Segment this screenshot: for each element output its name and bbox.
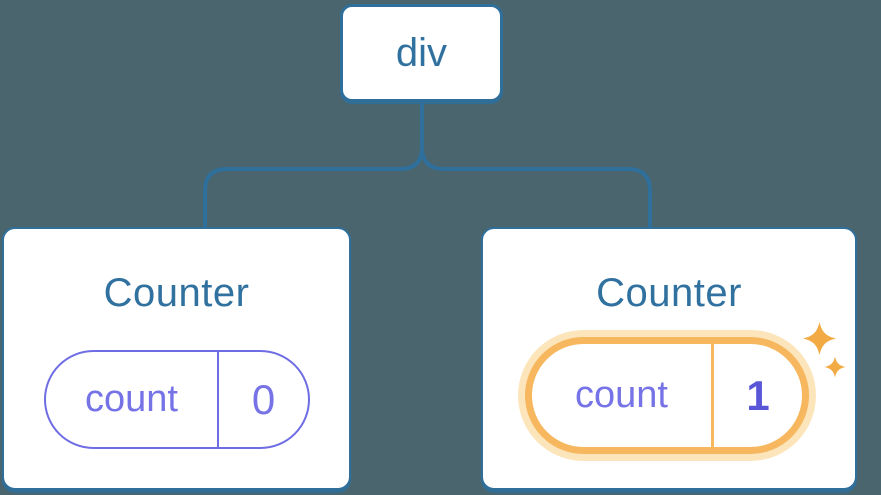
sparkle-icon-small <box>824 356 846 378</box>
state-key-label: count <box>85 378 178 420</box>
state-key-label: count <box>575 374 668 416</box>
component-title: Counter <box>596 271 742 315</box>
sparkle-icon <box>802 321 837 356</box>
pill-divider <box>711 344 714 447</box>
state-value: 1 <box>746 371 770 419</box>
pill-divider <box>217 352 219 447</box>
root-node-div: div <box>340 4 503 102</box>
component-title: Counter <box>103 271 250 315</box>
state-pill: count 0 <box>44 350 310 449</box>
root-node-label: div <box>395 31 448 75</box>
counter-card-right: Counter count 1 <box>481 227 857 490</box>
state-pill-highlighted: count 1 <box>525 337 809 454</box>
connector-left-branch <box>203 101 424 228</box>
connector-right-branch <box>420 101 652 228</box>
counter-card-left: Counter count 0 <box>2 227 351 490</box>
state-value: 0 <box>251 375 276 423</box>
